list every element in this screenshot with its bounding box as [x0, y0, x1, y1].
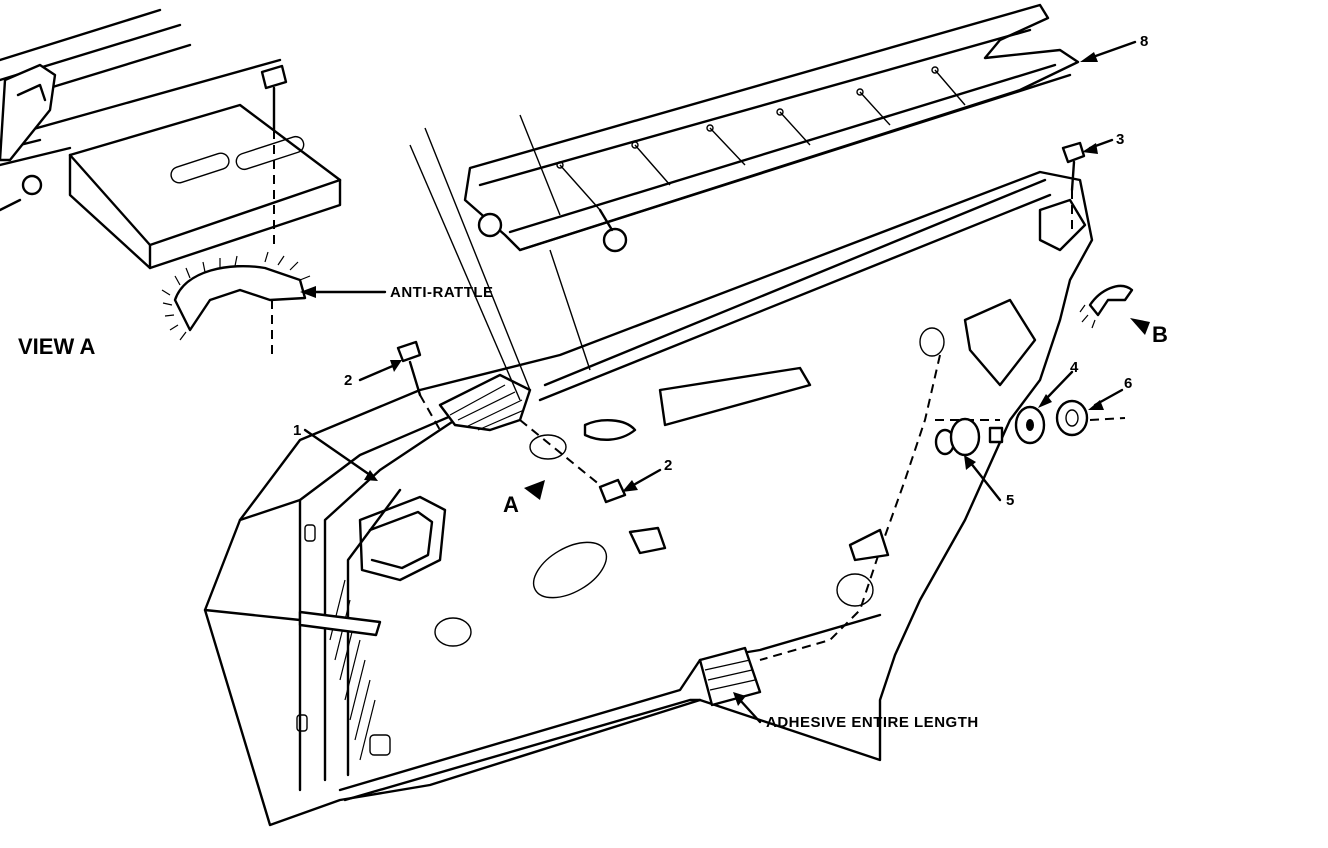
view-b-marker: B: [1152, 322, 1168, 347]
callout-6: 6: [1124, 375, 1132, 392]
callout-1: 1: [293, 422, 301, 439]
upper-garnish-molding: [463, 3, 1080, 253]
callout-2-upper: 2: [344, 372, 352, 389]
callout-4: 4: [1070, 359, 1079, 376]
callout-3: 3: [1116, 131, 1124, 148]
view-a-title: VIEW A: [18, 334, 96, 359]
callout-8: 8: [1140, 33, 1148, 50]
adhesive-note: ADHESIVE ENTIRE LENGTH: [766, 714, 979, 731]
door-trim-panel: [203, 170, 1094, 827]
view-a-detail: ANTI-RATTLE: [0, 8, 494, 360]
view-a-marker: A: [503, 492, 519, 517]
callout-5: 5: [1006, 492, 1014, 509]
callout-2-lower: 2: [664, 457, 672, 474]
anti-rattle-note: ANTI-RATTLE: [390, 284, 494, 301]
